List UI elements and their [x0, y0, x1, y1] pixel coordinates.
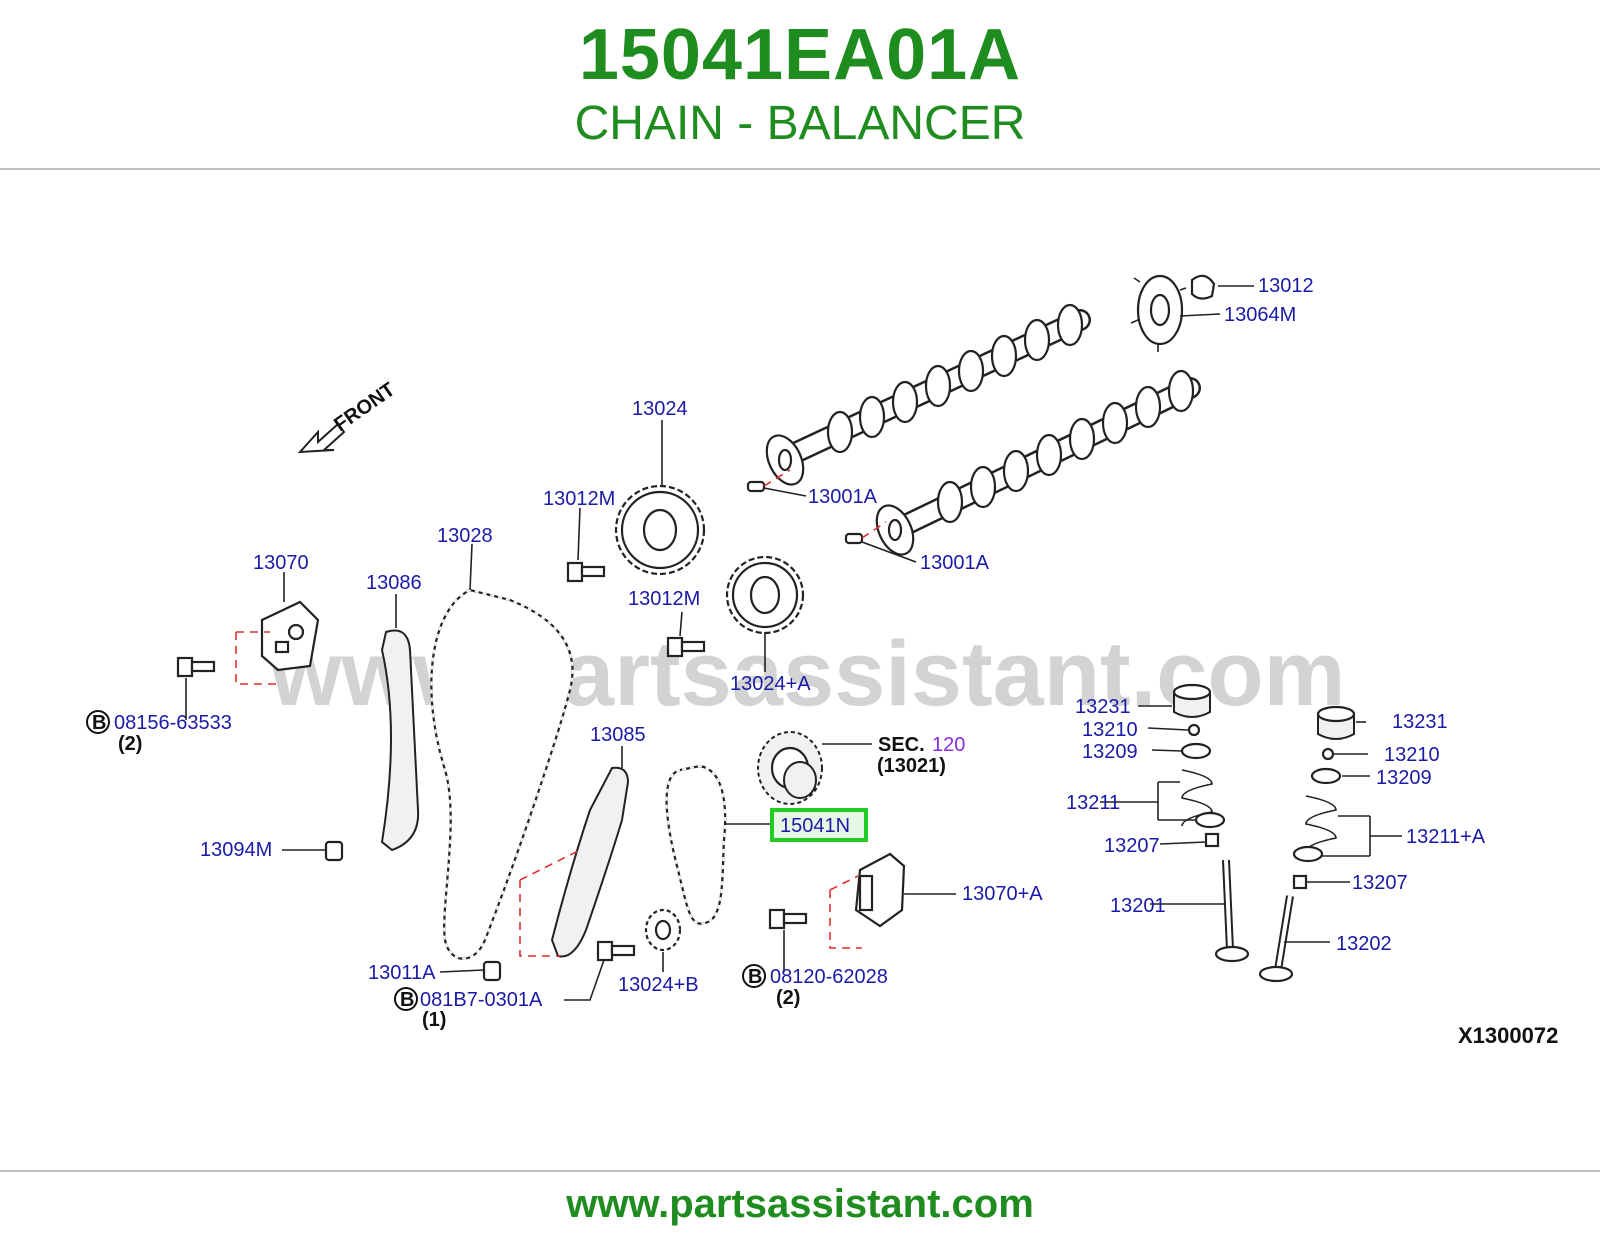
footer-url-link[interactable]: www.partsassistant.com — [566, 1182, 1034, 1226]
bolt-08120-62028 — [768, 908, 808, 930]
label-13211a[interactable]: 13211+A — [1406, 826, 1486, 848]
label-13024a[interactable]: 13024+A — [730, 673, 811, 695]
label-13028[interactable]: 13028 — [437, 525, 493, 547]
label-sec-prefix: SEC. — [878, 734, 925, 756]
label-13231-left[interactable]: 13231 — [1075, 696, 1131, 718]
label-08120-62028[interactable]: 08120-62028 — [770, 966, 888, 988]
label-13001a-upper[interactable]: 13001A — [808, 486, 878, 508]
label-sec-ref-13021: (13021) — [877, 755, 946, 777]
label-13211[interactable]: 13211 — [1066, 792, 1120, 814]
label-13210-left[interactable]: 13210 — [1082, 719, 1138, 741]
bolt-08156-63533 — [176, 656, 216, 678]
label-13070[interactable]: 13070 — [253, 552, 309, 574]
qty-081b7: (1) — [422, 1009, 446, 1031]
front-arrow-icon: FRONT — [297, 379, 399, 454]
label-13231-right[interactable]: 13231 — [1392, 711, 1448, 733]
top-divider — [0, 168, 1600, 170]
label-13001a-lower[interactable]: 13001A — [920, 552, 990, 574]
chain-tensioner-13070 — [260, 600, 320, 672]
label-13012m-lower[interactable]: 13012M — [628, 588, 700, 610]
highlight-box-15041n — [770, 808, 868, 842]
label-13209-left[interactable]: 13209 — [1082, 741, 1138, 763]
label-081b7-0301a[interactable]: 081B7-0301A — [420, 989, 543, 1011]
camshaft-lower — [875, 369, 1201, 556]
parts-diagram: www.partsassistant.com FRONT — [0, 170, 1600, 1170]
label-13064m[interactable]: 13064M — [1224, 304, 1296, 326]
chain-tensioner-arm-13085 — [550, 766, 630, 958]
label-sec-120-link[interactable]: 120 — [932, 734, 965, 756]
balancer-gear-13021 — [757, 731, 823, 805]
label-13201[interactable]: 13201 — [1110, 895, 1166, 917]
balancer-chain-15041n — [665, 764, 727, 925]
front-label: FRONT — [330, 379, 399, 437]
header: 15041EA01A CHAIN - BALANCER — [0, 0, 1600, 168]
plug-13011a — [482, 960, 502, 982]
bolt-mark-letter: B — [400, 989, 414, 1011]
bolt-mark-letter: B — [92, 712, 106, 734]
sprocket-13024 — [614, 484, 706, 576]
label-13070a[interactable]: 13070+A — [962, 883, 1043, 905]
bolt-081b7-0301a — [596, 940, 636, 962]
camshaft-upper — [765, 303, 1091, 486]
bottom-divider — [0, 1170, 1600, 1172]
label-13024b[interactable]: 13024+B — [618, 974, 699, 996]
sensor-plate-13064m — [1130, 274, 1187, 352]
label-13011a[interactable]: 13011A — [368, 962, 436, 984]
plug-13094m — [324, 840, 344, 862]
label-13207-right[interactable]: 13207 — [1352, 872, 1408, 894]
label-15041n-highlighted[interactable]: 15041N — [780, 815, 850, 837]
label-13210-right[interactable]: 13210 — [1384, 744, 1440, 766]
bolt-mark-b-08120: B — [742, 964, 766, 988]
leader-lines — [185, 285, 1402, 1001]
sprocket-13024b — [644, 908, 682, 952]
label-13024[interactable]: 13024 — [632, 398, 688, 420]
sprocket-13024a — [725, 555, 805, 635]
label-13012[interactable]: 13012 — [1258, 275, 1314, 297]
label-13085[interactable]: 13085 — [590, 724, 646, 746]
drawing-code: X1300072 — [1458, 1023, 1558, 1048]
dowel-pin-lower — [844, 532, 864, 545]
bolt-13012m-upper — [566, 561, 606, 583]
part-name-subtitle: CHAIN - BALANCER — [574, 97, 1026, 150]
qty-08156: (2) — [118, 733, 142, 755]
bolt-mark-b-08156: B — [86, 710, 110, 734]
label-08156-63533[interactable]: 08156-63533 — [114, 712, 232, 734]
label-13094m[interactable]: 13094M — [200, 839, 272, 861]
bolt-13012m-lower — [666, 636, 706, 658]
label-13202[interactable]: 13202 — [1336, 933, 1392, 955]
chain-tensioner-13070a — [854, 852, 906, 928]
dowel-pin-upper — [746, 480, 766, 493]
bolt-mark-b-081b7: B — [394, 987, 418, 1011]
part-number-title: 15041EA01A — [578, 15, 1022, 95]
chain-guide-13086 — [380, 629, 420, 852]
valve-group-left — [1172, 683, 1250, 963]
bolt-mark-letter: B — [748, 966, 762, 988]
valve-group-right — [1258, 705, 1356, 983]
cap-13012 — [1190, 274, 1216, 300]
qty-08120: (2) — [776, 987, 800, 1009]
label-13086[interactable]: 13086 — [366, 572, 422, 594]
label-13012m-upper[interactable]: 13012M — [543, 488, 615, 510]
timing-chain-13028 — [430, 588, 574, 960]
label-13207-left[interactable]: 13207 — [1104, 835, 1160, 857]
diagram-canvas: www.partsassistant.com FRONT — [86, 274, 1558, 1048]
label-13209-right[interactable]: 13209 — [1376, 767, 1432, 789]
